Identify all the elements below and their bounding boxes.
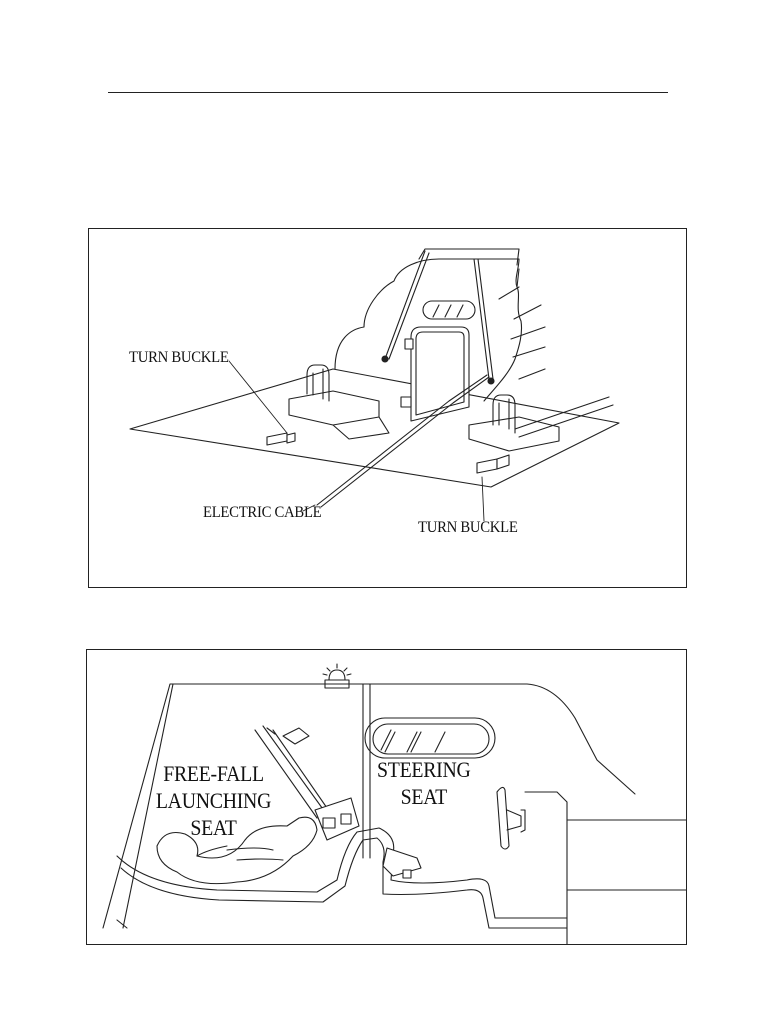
label-turn-buckle-right: TURN BUCKLE (418, 519, 518, 536)
steering-seat-cushion (382, 847, 422, 877)
lifeboat-cross-section-drawing (102, 663, 686, 944)
electric-cable (316, 374, 490, 508)
label-free-fall-line1: FREE-FALL (163, 761, 264, 786)
label-turn-buckle-left: TURN BUCKLE (129, 349, 229, 366)
steering-wheel (496, 786, 526, 850)
seat-cross-section-panel: FREE-FALL LAUNCHING SEAT STEERING SEAT (86, 649, 687, 945)
leader-turn-buckle-left (228, 360, 288, 434)
roof-rail (418, 248, 520, 266)
label-free-fall-launching-seat: FREE-FALL LAUNCHING SEAT (155, 760, 272, 841)
label-steering-line2: SEAT (400, 784, 448, 809)
a-frame-right (473, 258, 494, 380)
floor-contour (116, 827, 568, 919)
label-free-fall-line2: LAUNCHING (155, 788, 272, 813)
lifeboat-deck-drawing (129, 248, 620, 522)
free-fall-seat-frame (254, 725, 360, 841)
label-electric-cable: ELECTRIC CABLE (203, 504, 322, 521)
steering-console (524, 791, 568, 944)
center-bulkhead (362, 683, 371, 859)
header-rule (108, 92, 668, 93)
leader-electric-cable (302, 504, 316, 512)
hatch-door (410, 326, 470, 422)
hook-frame-right (492, 394, 516, 434)
canopy-window (422, 300, 476, 320)
turn-buckle-diagram-panel: TURN BUCKLE ELECTRIC CABLE TURN BUCKLE (88, 228, 687, 588)
canopy-outline (334, 258, 523, 402)
leader-turn-buckle-right (481, 476, 485, 522)
label-steering-seat: STEERING SEAT (377, 756, 471, 810)
label-free-fall-line3: SEAT (190, 815, 237, 840)
a-frame-left (384, 250, 430, 360)
cabin-window (364, 717, 496, 759)
hull-outline (102, 683, 636, 929)
seat-block-right (468, 416, 560, 452)
occupant-free-fall (156, 816, 318, 885)
hook-frame-left (306, 364, 330, 402)
label-steering-line1: STEERING (377, 757, 471, 782)
